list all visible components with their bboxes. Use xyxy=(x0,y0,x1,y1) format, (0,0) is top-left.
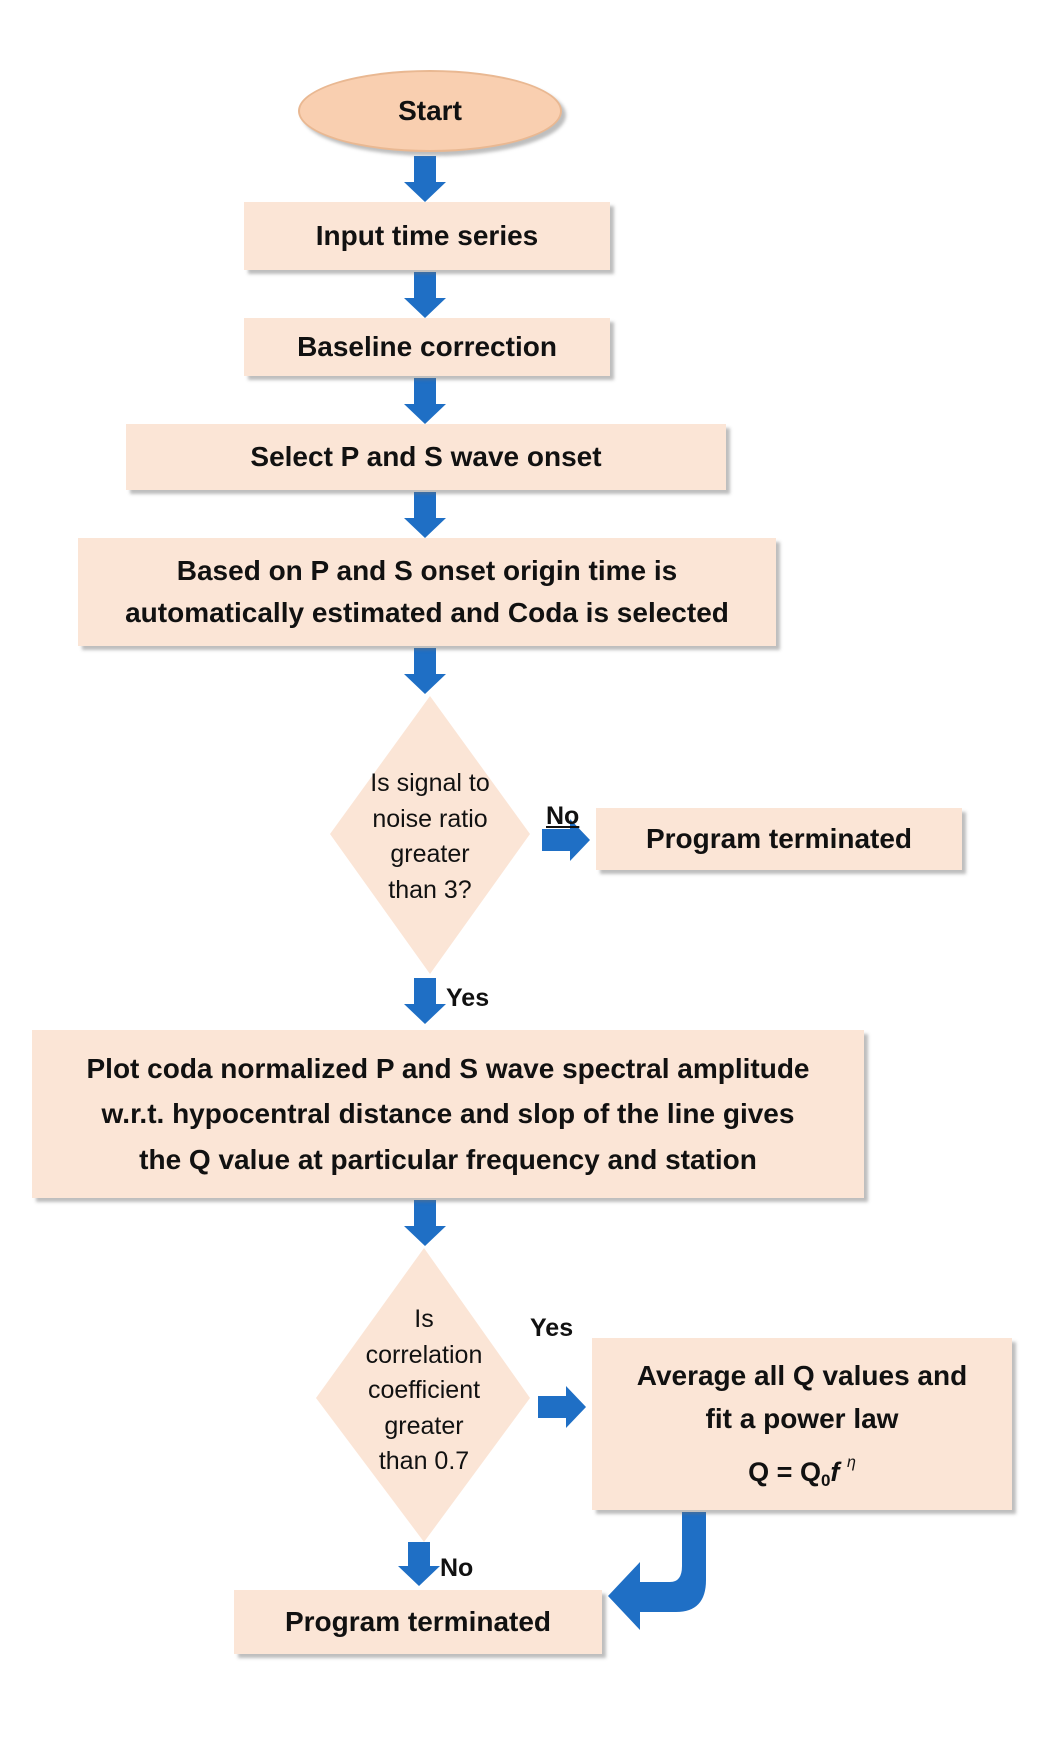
step-average-fit: Average all Q values and fit a power law… xyxy=(592,1338,1012,1510)
formula-subscript: 0 xyxy=(820,1470,831,1490)
power-law-formula: Q = Q0f η xyxy=(748,1451,856,1494)
arrow-start-to-input xyxy=(404,156,446,202)
formula-variable: f xyxy=(830,1456,840,1487)
start-node: Start xyxy=(298,70,562,152)
result-label: Program terminated xyxy=(645,823,913,854)
step-origin-time-coda: Based on P and S onset origin time is au… xyxy=(78,538,776,646)
end-label: Program terminated xyxy=(284,1606,552,1637)
step-label: Based on P and S onset origin time is au… xyxy=(125,555,729,628)
step-select-onset: Select P and S wave onset xyxy=(126,424,726,490)
arrow-select-to-based xyxy=(404,492,446,538)
step-label: Baseline correction xyxy=(297,331,557,362)
step-input-time-series: Input time series xyxy=(244,202,610,270)
average-line-1: Average all Q values and xyxy=(636,1359,968,1391)
arrow-average-to-end xyxy=(608,1512,706,1630)
step-label: Plot coda normalized P and S wave spectr… xyxy=(86,1052,810,1175)
step-label: Input time series xyxy=(315,220,539,251)
decision-correlation-no-label: No xyxy=(440,1554,474,1582)
formula-exponent: η xyxy=(846,1453,856,1471)
arrow-decision1-yes xyxy=(404,978,446,1024)
decision-snr-no-label: No xyxy=(546,802,580,830)
end-program-terminated: Program terminated xyxy=(234,1590,602,1654)
step-plot-coda: Plot coda normalized P and S wave spectr… xyxy=(32,1030,864,1198)
arrow-plot-to-decision2 xyxy=(404,1200,446,1246)
arrow-decision2-yes xyxy=(538,1386,586,1428)
arrow-baseline-to-select xyxy=(404,378,446,424)
decision-correlation-text: Is correlation coefficient greater than … xyxy=(365,1305,483,1476)
arrow-input-to-baseline xyxy=(404,272,446,318)
step-baseline-correction: Baseline correction xyxy=(244,318,610,376)
decision-snr-text: Is signal to noise ratio greater than 3? xyxy=(370,769,490,904)
formula-lhs: Q = Q xyxy=(748,1456,821,1487)
arrow-decision2-no xyxy=(398,1542,440,1586)
decision-correlation-yes-label: Yes xyxy=(530,1314,574,1342)
arrow-decision1-no xyxy=(542,819,590,861)
step-label: Select P and S wave onset xyxy=(250,441,602,472)
start-label: Start xyxy=(398,95,462,126)
decision-snr-yes-label: Yes xyxy=(446,984,490,1012)
result-program-terminated-1: Program terminated xyxy=(596,808,962,870)
average-line-2: fit a power law xyxy=(705,1403,899,1435)
arrow-based-to-decision1 xyxy=(404,648,446,694)
